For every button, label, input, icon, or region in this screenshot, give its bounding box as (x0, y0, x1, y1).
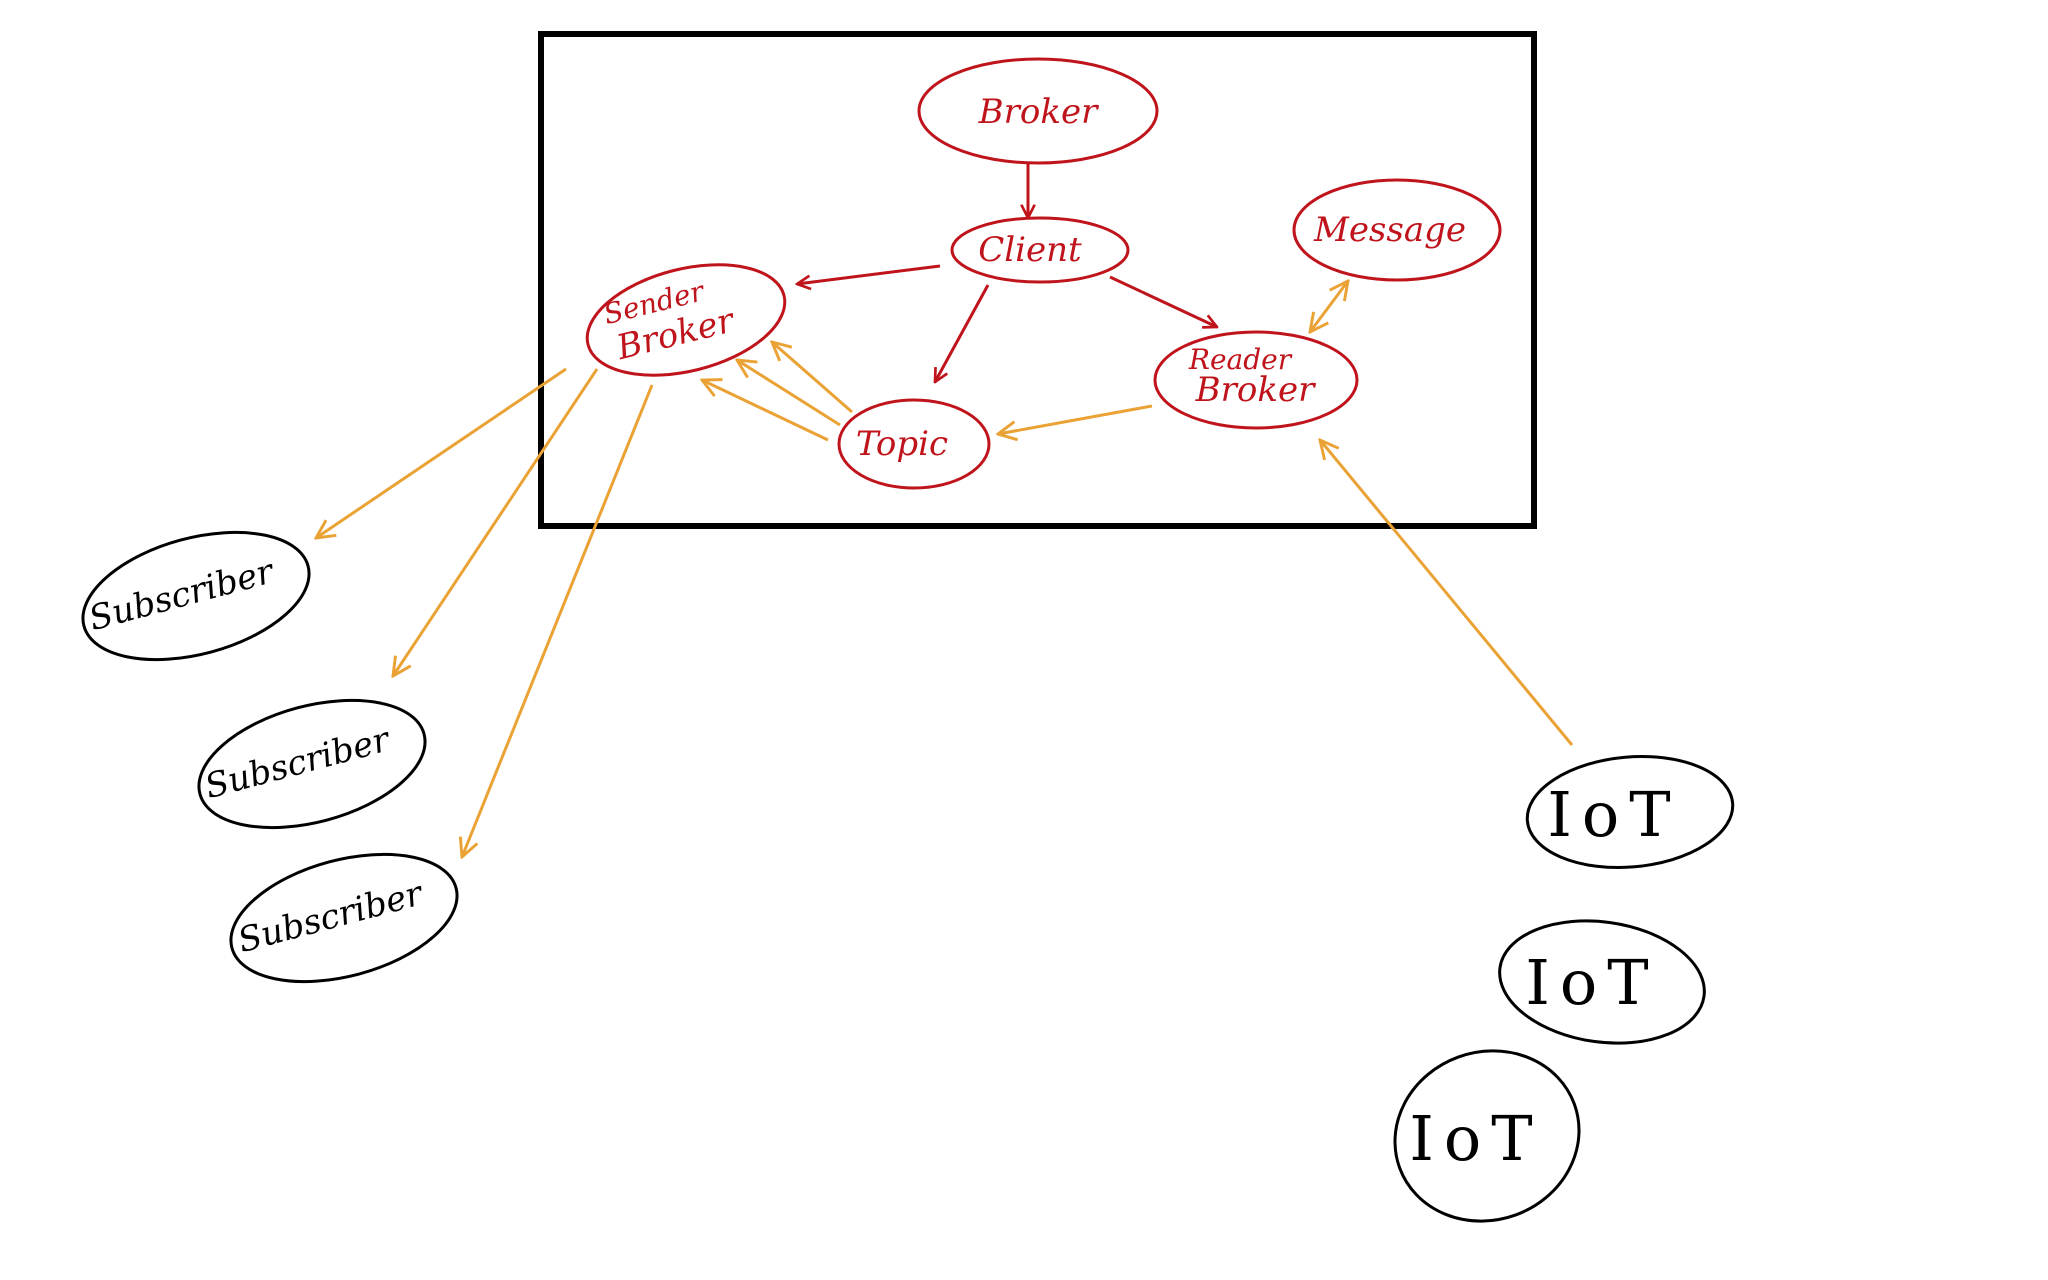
edge-client-to-sender-broker (797, 264, 941, 284)
edge-client-to-reader-broker (1109, 275, 1217, 327)
broker-ellipse (917, 57, 1159, 165)
iot-3-ellipse (1393, 1049, 1581, 1223)
broker-node: Broker (917, 57, 1159, 165)
reader-broker-label-line1: Reader (1188, 343, 1293, 376)
edge-reader-broker-to-topic (998, 404, 1153, 434)
reader-broker-node: Reader Broker (1153, 330, 1359, 430)
subscriber-3-ellipse (229, 852, 459, 984)
iot-node-2: IoT (1498, 919, 1706, 1045)
subscriber-node-1: Subscriber (81, 530, 311, 662)
edge-topic-to-sender-broker-1 (772, 342, 853, 414)
subscriber-2-label: Subscriber (201, 719, 395, 807)
message-node: Message (1292, 178, 1502, 282)
system-boundary-frame (538, 31, 1537, 529)
subscriber-1-ellipse (81, 530, 311, 662)
broker-label: Broker (978, 92, 1099, 132)
orange-edges (316, 281, 1574, 857)
edge-iot-to-reader-broker (1320, 440, 1574, 746)
iot-2-label: IoT (1525, 946, 1658, 1019)
topic-label: Topic (856, 424, 948, 464)
topic-ellipse (837, 398, 991, 490)
client-ellipse (950, 216, 1130, 284)
iot-1-label: IoT (1547, 778, 1680, 851)
client-node: Client (950, 216, 1130, 284)
sender-broker-node: Sender Broker (585, 263, 787, 377)
topic-node: Topic (837, 398, 991, 490)
subscriber-2-ellipse (197, 698, 427, 830)
subscriber-node-3: Subscriber (229, 852, 459, 984)
subscriber-3-label: Subscriber (234, 873, 428, 961)
reader-broker-label-line2: Broker (1195, 370, 1316, 410)
iot-node-1: IoT (1525, 754, 1735, 870)
iot-2-ellipse (1498, 919, 1706, 1045)
reader-broker-ellipse (1153, 330, 1359, 430)
message-label: Message (1313, 210, 1466, 250)
edge-topic-to-sender-broker-3 (702, 380, 829, 442)
edge-sender-broker-to-subscriber-3 (462, 384, 654, 857)
red-edges (797, 163, 1217, 382)
edge-reader-broker-message (1310, 281, 1348, 332)
iot-3-label: IoT (1409, 1102, 1542, 1175)
sender-broker-ellipse (585, 263, 787, 377)
edge-topic-to-sender-broker-2 (737, 360, 841, 427)
subscriber-node-2: Subscriber (197, 698, 427, 830)
iot-node-3: IoT (1393, 1049, 1581, 1223)
message-ellipse (1292, 178, 1502, 282)
client-label: Client (978, 230, 1082, 270)
edge-sender-broker-to-subscriber-1 (316, 367, 567, 538)
subscriber-1-label: Subscriber (85, 551, 279, 639)
edge-client-to-topic (935, 284, 990, 382)
edge-sender-broker-to-subscriber-2 (393, 368, 599, 676)
iot-1-ellipse (1525, 754, 1735, 870)
